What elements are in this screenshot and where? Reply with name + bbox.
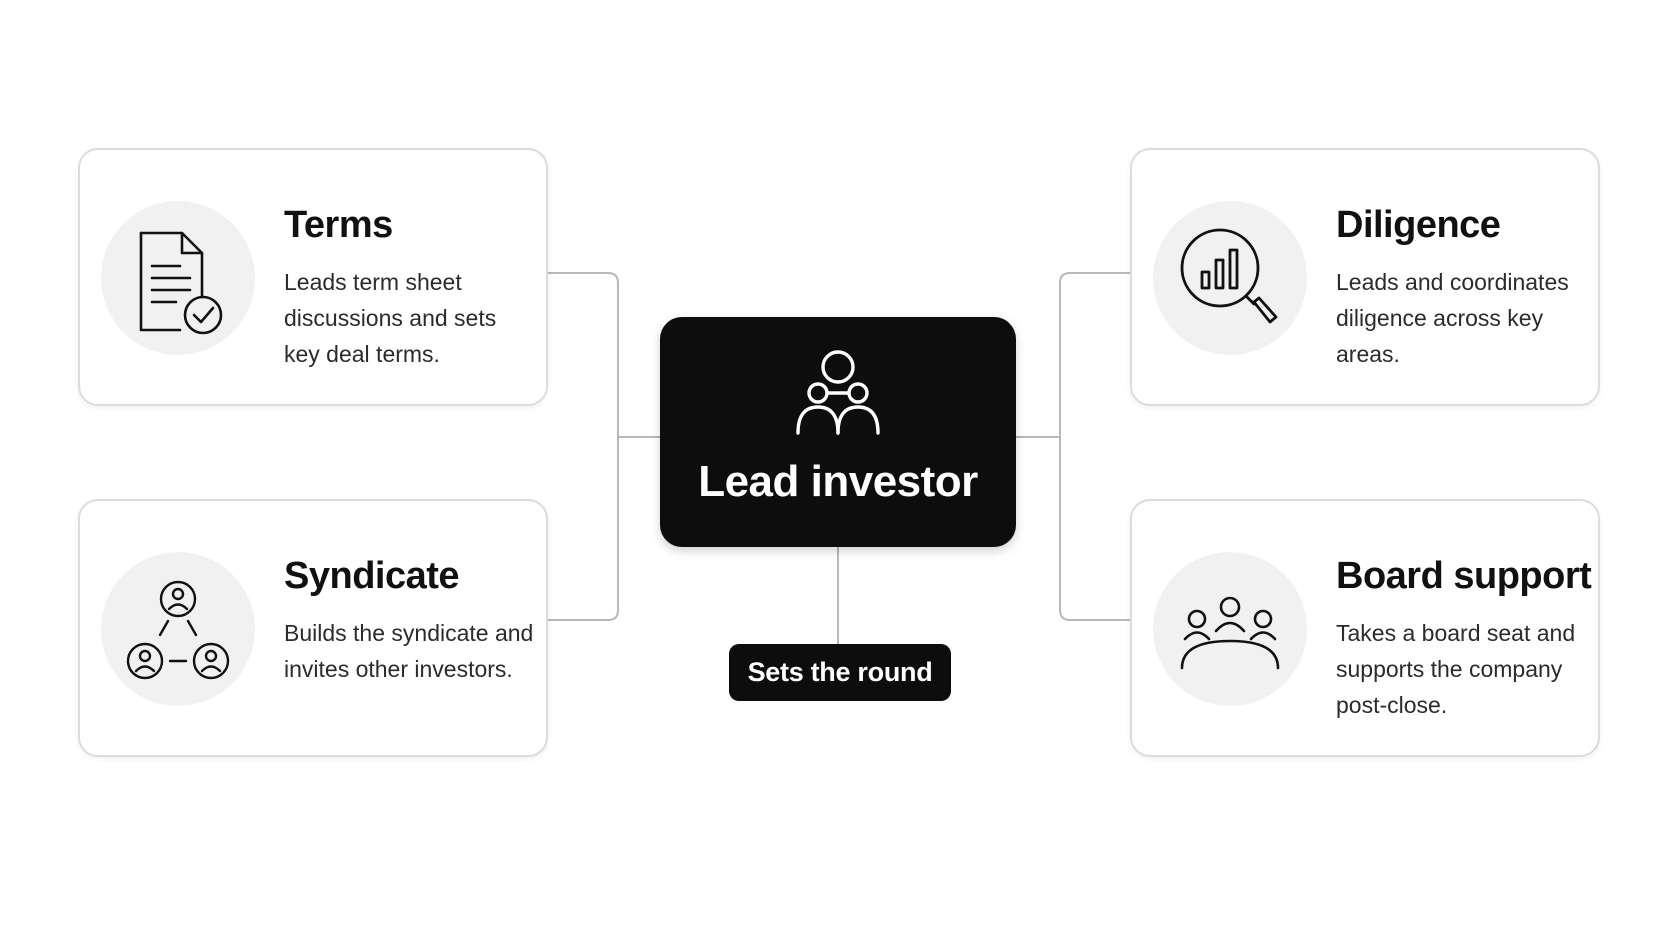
syndicate-description: Builds the syndicate and invites other i… bbox=[284, 620, 534, 682]
diligence-description: Leads and coordinates diligence across k… bbox=[1336, 269, 1569, 367]
diligence-card: Diligence Leads and coordinates diligenc… bbox=[1130, 148, 1600, 406]
board-support-card: Board support Takes a board seat and sup… bbox=[1130, 499, 1600, 757]
lead-investor-node: Lead investor bbox=[660, 317, 1016, 547]
connector-syndicate bbox=[548, 437, 619, 621]
board-meeting-icon bbox=[1180, 596, 1280, 670]
sets-the-round-tag: Sets the round bbox=[729, 644, 951, 701]
connector-terms bbox=[548, 272, 619, 437]
syndicate-title: Syndicate bbox=[284, 555, 460, 597]
magnifier-chart-icon bbox=[1180, 228, 1278, 324]
syndicate-icon-circle bbox=[101, 552, 255, 706]
syndicate-card: Syndicate Builds the syndicate and invit… bbox=[78, 499, 548, 757]
board-support-description: Takes a board seat and supports the comp… bbox=[1336, 620, 1576, 718]
diligence-title: Diligence bbox=[1336, 204, 1501, 246]
diligence-icon-circle bbox=[1153, 201, 1307, 355]
network-people-icon bbox=[126, 580, 230, 680]
board-support-icon-circle bbox=[1153, 552, 1307, 706]
terms-title: Terms bbox=[284, 204, 393, 246]
connector-diligence bbox=[1059, 272, 1130, 437]
connector-board bbox=[1059, 437, 1130, 621]
lead-investor-group-icon bbox=[796, 350, 880, 435]
terms-card: Terms Leads term sheet discussions and s… bbox=[78, 148, 548, 406]
lead-investor-title: Lead investor bbox=[698, 457, 978, 506]
document-check-icon bbox=[139, 231, 223, 335]
board-support-title: Board support bbox=[1336, 555, 1592, 597]
terms-icon-circle bbox=[101, 201, 255, 355]
terms-description: Leads term sheet discussions and sets ke… bbox=[284, 269, 497, 367]
